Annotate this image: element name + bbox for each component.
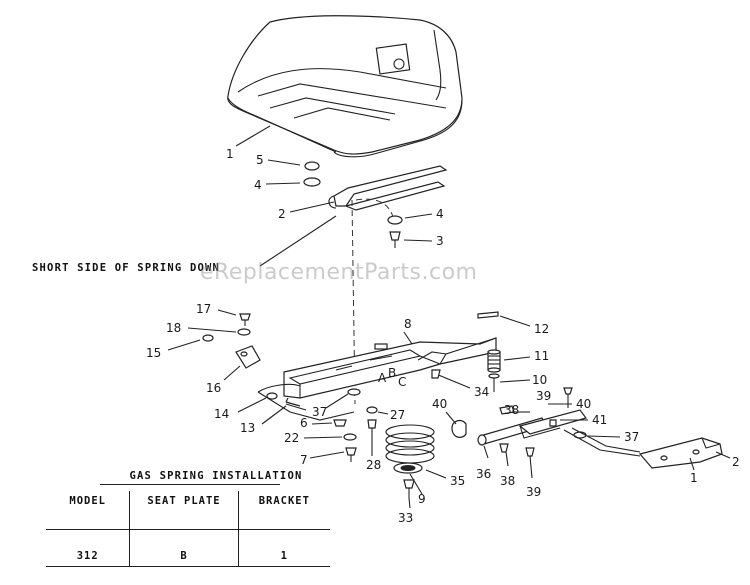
callout-3: 3 <box>436 234 444 248</box>
callout-13: 13 <box>240 421 255 435</box>
callout-41: 41 <box>592 413 607 427</box>
callout-38-bottom: 38 <box>500 474 515 488</box>
table-spacer-row <box>46 511 330 529</box>
callout-17: 17 <box>196 302 211 316</box>
header-model: MODEL <box>69 495 106 507</box>
coil-spring-part <box>385 424 447 509</box>
spring-plate-part <box>328 165 448 223</box>
table-header-row: MODEL SEAT PLATE BRACKET <box>46 491 330 511</box>
table-title: GAS SPRING INSTALLATION <box>129 470 303 482</box>
gas-spring-part <box>445 387 641 479</box>
header-seat-plate: SEAT PLATE <box>129 491 237 511</box>
callout-27: 27 <box>390 408 405 422</box>
bracket-part <box>638 437 731 471</box>
callout-35: 35 <box>450 474 465 488</box>
callout-11: 11 <box>534 349 549 363</box>
callout-1-seat: 1 <box>226 147 234 161</box>
table-row: 312 B 1 <box>46 546 330 566</box>
callout-34: 34 <box>474 385 489 399</box>
callout-5: 5 <box>256 153 264 167</box>
callout-9: 9 <box>418 492 426 506</box>
callout-38-top: 38 <box>504 403 519 417</box>
spring-part <box>487 349 531 392</box>
callout-39-bottom: 39 <box>526 485 541 499</box>
header-bracket: BRACKET <box>237 491 330 511</box>
callout-6: 6 <box>300 416 308 430</box>
watermark-text: eReplacementParts.com <box>200 260 478 285</box>
callout-12: 12 <box>534 322 549 336</box>
callout-22: 22 <box>284 431 299 445</box>
table-spacer-row-2 <box>46 530 330 546</box>
seat-plate-part <box>257 337 497 421</box>
callout-40-left: 40 <box>432 397 447 411</box>
callout-4-right: 4 <box>436 207 444 221</box>
callout-16: 16 <box>206 381 221 395</box>
callout-14: 14 <box>214 407 229 421</box>
callout-8: 8 <box>404 317 412 331</box>
callout-33: 33 <box>398 511 413 525</box>
gas-spring-installation-table: GAS SPRING INSTALLATION MODEL SEAT PLATE… <box>46 470 330 567</box>
callout-39-top: 39 <box>536 389 551 403</box>
callout-1-bracket: 1 <box>690 471 698 485</box>
seat-part <box>227 15 463 158</box>
cell-bracket: 1 <box>237 546 330 566</box>
cell-seat-plate: B <box>129 546 237 566</box>
callout-36: 36 <box>476 467 491 481</box>
callout-37-left: 37 <box>312 405 327 419</box>
callout-10: 10 <box>532 373 547 387</box>
callout-A: A <box>378 371 387 385</box>
spring-orientation-caption: SHORT SIDE OF SPRING DOWN <box>32 262 220 274</box>
callout-18: 18 <box>166 321 181 335</box>
callout-C: C <box>398 375 406 389</box>
callout-7: 7 <box>300 453 308 467</box>
callout-37-right: 37 <box>624 430 639 444</box>
table-bottom-rule <box>46 566 330 567</box>
callout-4-left: 4 <box>254 178 262 192</box>
cell-model: 312 <box>76 550 99 562</box>
callout-40-right: 40 <box>576 397 591 411</box>
callout-15: 15 <box>146 346 161 360</box>
callout-B: B <box>388 366 396 380</box>
callout-28: 28 <box>366 458 381 472</box>
table-header-rule <box>46 529 330 530</box>
title-underline <box>100 484 280 485</box>
callout-2-bracket: 2 <box>732 455 740 469</box>
callout-2-plate: 2 <box>278 207 286 221</box>
